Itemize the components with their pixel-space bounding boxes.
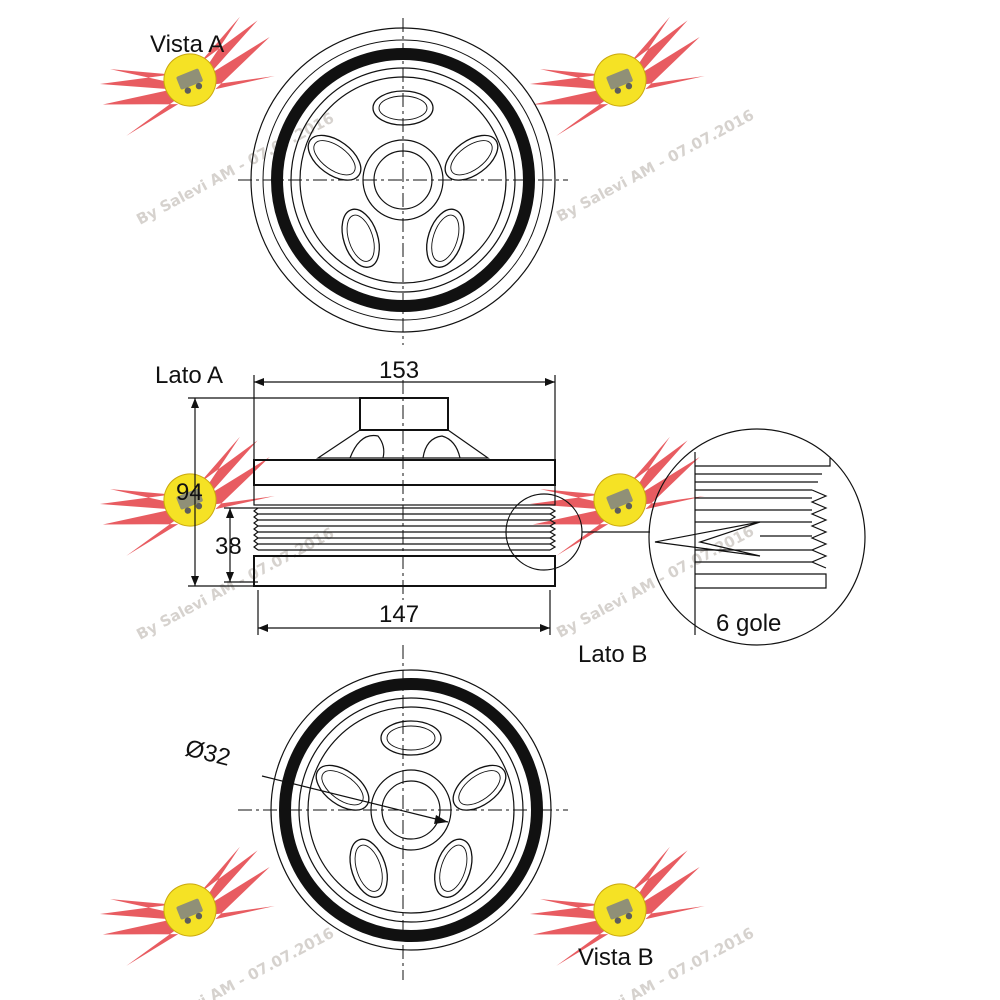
view-a-drawing	[238, 18, 568, 345]
watermark-logo	[91, 8, 285, 141]
side-b-label: Lato B	[578, 641, 647, 668]
watermark-logo	[91, 838, 285, 971]
watermark-text: By Salevi AM - 07.07.2016	[553, 106, 757, 226]
dimension-overall-width: 153	[379, 357, 419, 384]
groove-count-label: 6 gole	[716, 610, 781, 637]
watermark-text: By Salevi AM - 07.07.2016	[133, 924, 337, 1000]
watermark-text: By Salevi AM - 07.07.2016	[133, 109, 337, 229]
view-b-drawing	[238, 645, 568, 980]
groove-detail-drawing	[648, 428, 866, 646]
view-b-label: Vista B	[578, 944, 654, 971]
dimension-lines	[188, 375, 556, 635]
dimension-groove-height: 38	[215, 533, 242, 560]
side-a-label: Lato A	[155, 362, 223, 389]
dimension-pulley-width: 147	[379, 601, 419, 628]
view-a-label: Vista A	[150, 31, 224, 58]
watermark-logo	[521, 8, 715, 141]
side-view-drawing	[253, 380, 650, 600]
dimension-overall-height: 94	[176, 479, 203, 506]
bore-diameter-label: Ø32	[183, 735, 234, 772]
